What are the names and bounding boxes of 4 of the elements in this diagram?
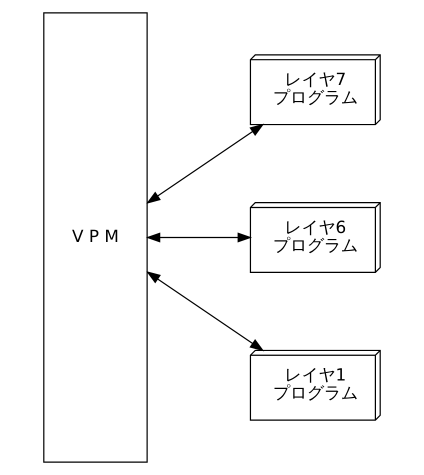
arrow [146,124,264,204]
arrow [146,271,264,352]
arrow [146,232,252,243]
node-box: V P M [43,12,148,463]
